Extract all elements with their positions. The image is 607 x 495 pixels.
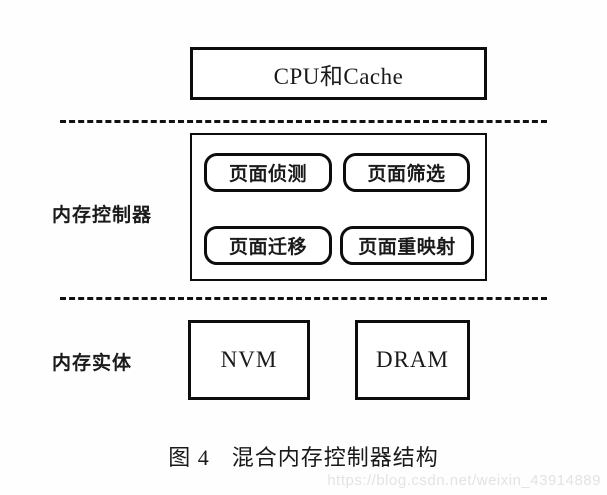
memory-block-nvm: NVM xyxy=(188,320,310,400)
divider-bottom-dashed xyxy=(60,297,547,300)
figure-caption-text: 混合内存控制器结构 xyxy=(231,445,439,470)
memory-block-dram-label: DRAM xyxy=(375,347,449,372)
memory-block-nvm-label: NVM xyxy=(220,347,278,372)
tier-label-physical-memory: 内存实体 xyxy=(52,353,133,374)
module-page-filtering: 页面筛选 xyxy=(343,153,470,192)
module-page-detection: 页面侦测 xyxy=(204,153,332,192)
module-page-remapping: 页面重映射 xyxy=(340,226,474,265)
watermark-text: https://blog.csdn.net/weixin_43914889 xyxy=(327,472,601,489)
memory-block-dram: DRAM xyxy=(355,320,470,400)
divider-top-dashed xyxy=(60,120,547,123)
figure-caption: 图 4 混合内存控制器结构 xyxy=(0,440,607,472)
figure-caption-number: 图 4 xyxy=(168,445,210,470)
module-page-migration: 页面迁移 xyxy=(204,226,332,265)
cpu-cache-block: CPU和Cache xyxy=(190,47,487,100)
tier-label-memory-controller: 内存控制器 xyxy=(52,205,153,226)
cpu-cache-label: CPU和Cache xyxy=(273,63,404,89)
